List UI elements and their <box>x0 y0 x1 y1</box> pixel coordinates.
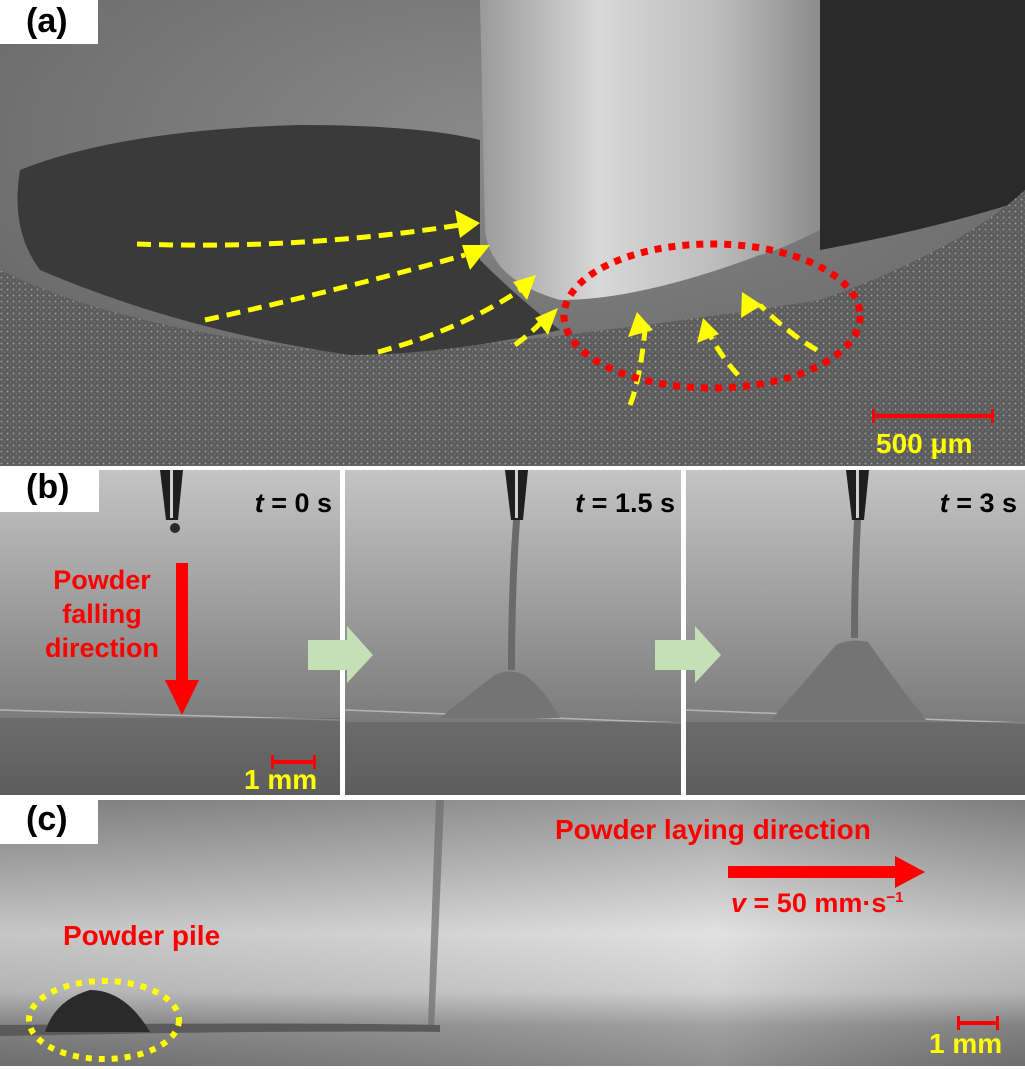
powder-pile-label: Powder pile <box>63 920 221 951</box>
flow-arrows <box>136 222 819 406</box>
panel-c-label: (c) <box>0 800 98 844</box>
scale-bar-500um <box>872 409 994 423</box>
scale-label-c: 1 mm <box>929 1028 1003 1059</box>
panel-c: (c) Powder laying direction v = 50 mm·s−… <box>0 800 1025 1066</box>
falling-arrow <box>165 563 199 715</box>
pile-ellipse <box>26 978 182 1062</box>
scale-bar-1mm-b <box>271 755 316 769</box>
panel-b-frame-3: t = 3 s <box>686 470 1025 795</box>
time-label-1: t = 0 s <box>254 488 332 518</box>
laying-direction-arrow <box>728 856 925 888</box>
powder-pile <box>771 640 926 720</box>
laying-direction-label: Powder laying direction <box>555 814 871 845</box>
panel-c-photo <box>0 800 1025 1066</box>
frame-3-photo <box>686 470 1025 795</box>
falling-direction-label: Powder falling direction <box>44 565 159 663</box>
panel-b-label: (b) <box>0 470 100 512</box>
powder-pile <box>440 671 560 718</box>
scale-label-b: 1 mm <box>244 764 318 795</box>
panel-b-frame-2: t = 1.5 s <box>345 470 681 795</box>
highlight-ellipse <box>560 240 864 392</box>
scale-bar-1mm-c <box>957 1016 999 1030</box>
time-label-2: t = 1.5 s <box>575 488 675 518</box>
frame-2-photo <box>345 470 681 795</box>
panel-a-label: (a) <box>0 0 98 44</box>
velocity-label: v = 50 mm·s−1 <box>731 888 904 918</box>
panel-b-frame-1: (b) t = 0 s Powder falling direction 1 m… <box>0 470 340 795</box>
powder-pile <box>45 990 150 1032</box>
panel-a-photo <box>0 0 1025 466</box>
scale-label-a: 500 μm <box>876 428 973 459</box>
frame-1-photo <box>0 470 340 795</box>
time-label-3: t = 3 s <box>939 488 1017 518</box>
panel-a: (a) 500 μm <box>0 0 1025 466</box>
